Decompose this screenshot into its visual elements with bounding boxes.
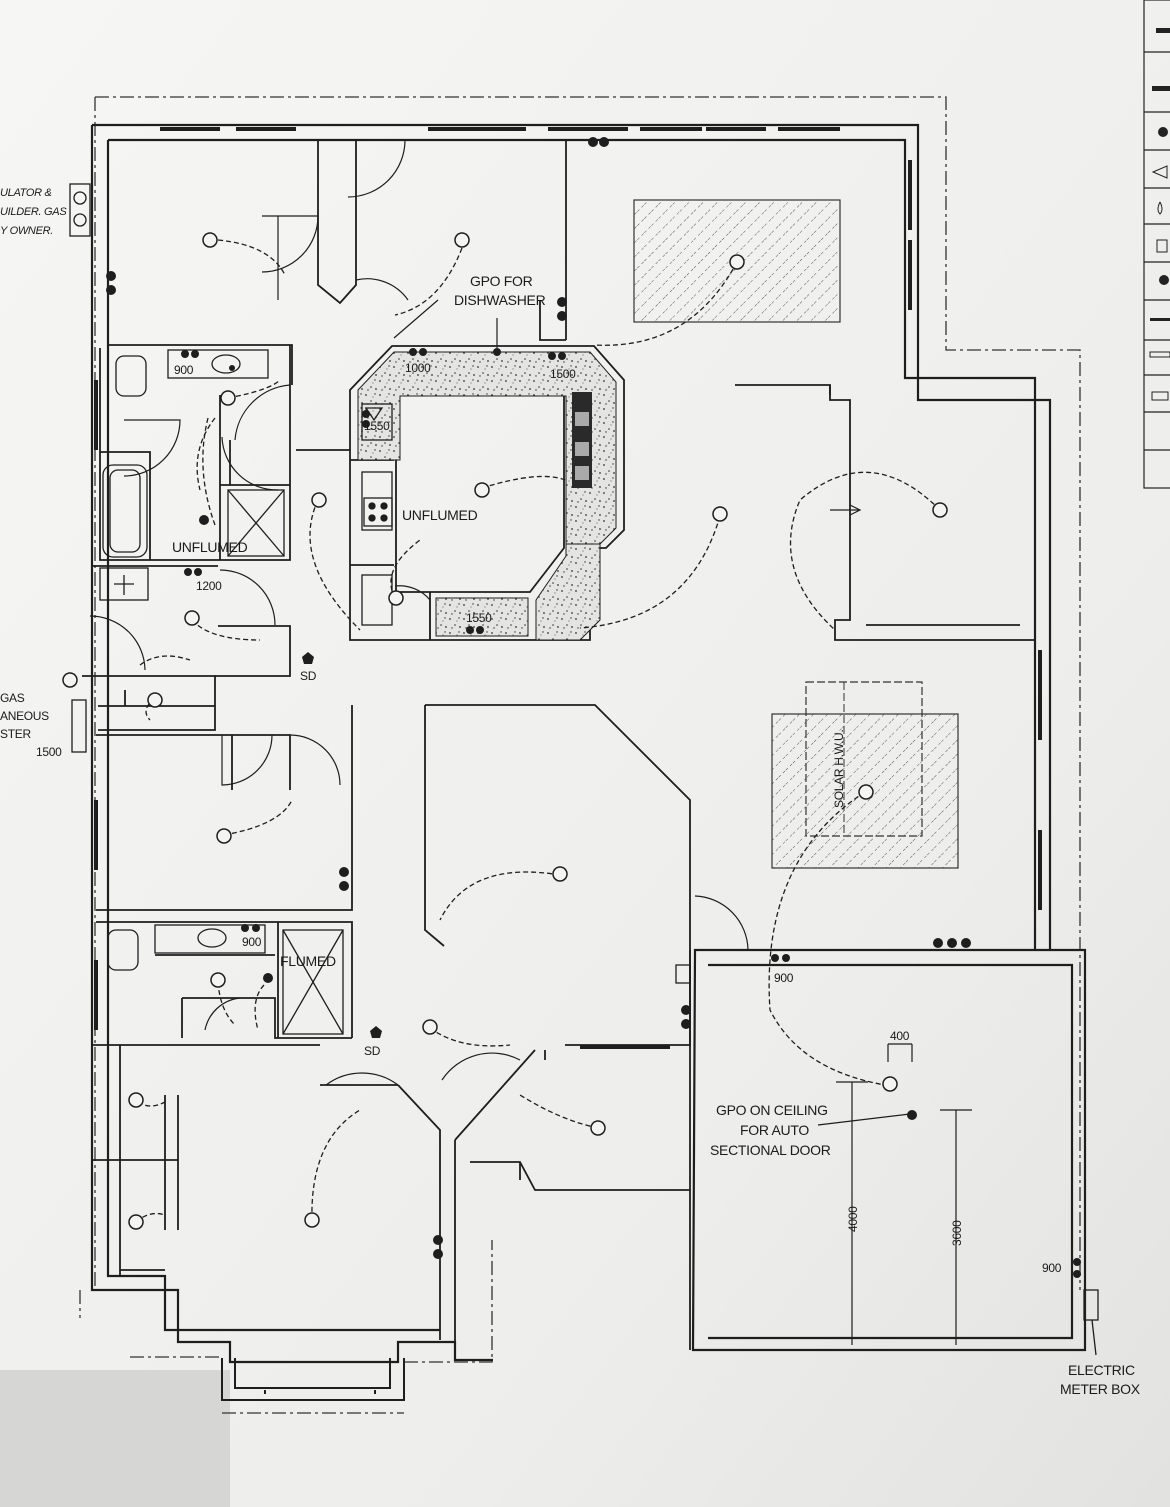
label-gpo-dishwasher-1: GPO FOR (470, 273, 533, 289)
label-dim-4000: 4000 (846, 1206, 860, 1232)
legend-symbols (1149, 28, 1170, 401)
light-fittings (62, 232, 948, 1230)
label-gpo-ceiling-3: SECTIONAL DOOR (710, 1142, 831, 1158)
label-meter-2: METER BOX (1060, 1381, 1141, 1397)
label-unflumed-bath: UNFLUMED (172, 539, 248, 555)
hatched-areas (633, 199, 959, 869)
label-gpo-dishwasher-2: DISHWASHER (454, 292, 546, 308)
benchtops (357, 351, 617, 641)
label-regulator-1: ULATOR & (0, 187, 52, 199)
label-gpo-900-garage: 900 (1042, 1261, 1062, 1275)
label-meter-1: ELECTRIC (1068, 1362, 1135, 1378)
label-regulator-3: Y OWNER. (0, 225, 53, 237)
label-gpo-1550-bottom: 1550 (466, 611, 492, 625)
label-dim-400: 400 (890, 1029, 910, 1043)
label-flumed-ensuite: FLUMED (280, 953, 336, 969)
label-heater-1: GAS (0, 691, 25, 705)
label-unflumed-kitchen: UNFLUMED (402, 507, 478, 523)
dark-shadow-corner (0, 1370, 230, 1507)
eave-outline (79, 96, 1081, 1414)
label-sd-top: SD (300, 669, 317, 683)
legend-column (1143, 0, 1170, 489)
label-gpo-ceiling-2: FOR AUTO (740, 1122, 809, 1138)
fixtures (99, 349, 393, 1035)
label-gpo-1200: 1200 (196, 579, 222, 593)
label-heater-2: ANEOUS (0, 709, 49, 723)
label-solar-hwu: SOLAR H.W.U. (832, 730, 846, 808)
label-gpo-900-ensuite: 900 (242, 935, 262, 949)
label-gpo-1000: 1000 (405, 361, 431, 375)
label-gpo-ceiling-1: GPO ON CEILING (716, 1102, 828, 1118)
label-gpo-1550-top: 1550 (364, 419, 390, 433)
dimension-lines (496, 318, 972, 1345)
label-gpo-900-living: 900 (774, 971, 794, 985)
label-heater-3: STER (0, 727, 31, 741)
label-gpo-1500-kitchen: 1500 (550, 367, 576, 381)
label-dim-3600: 3600 (950, 1220, 964, 1246)
front-portico (221, 1358, 405, 1401)
interior-walls (82, 140, 1040, 1360)
equipment-symbols (69, 183, 1099, 1356)
power-points (106, 137, 1081, 1278)
door-swings (89, 139, 862, 1086)
plan-labels: GPO FOR DISHWASHER 1000 1500 1550 1550 U… (0, 187, 1141, 1397)
switch-leads (135, 239, 941, 1223)
smoke-detectors (302, 652, 382, 1038)
label-regulator-2: UILDER. GAS (0, 206, 67, 218)
label-sd-bottom: SD (364, 1044, 381, 1058)
label-gpo-1500-laundry: 1500 (36, 745, 62, 759)
windows (94, 127, 1042, 1049)
label-gpo-900-bath: 900 (174, 363, 194, 377)
